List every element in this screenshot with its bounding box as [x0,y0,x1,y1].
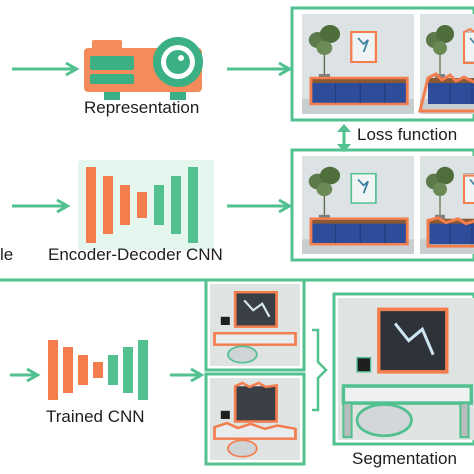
prediction-image-bottom [210,378,300,460]
input-label-cut: le [0,245,14,264]
trained-cnn-label: Trained CNN [46,407,145,426]
encoder-decoder-output-panel [290,148,474,262]
representation-prediction-image [418,13,474,115]
merge-bracket [312,328,328,412]
representation-label: Representation [84,98,200,117]
segmentation-label: Segmentation [352,449,457,468]
encoder-decoder-label: Encoder-Decoder CNN [48,245,223,264]
encoder-decoder-cnn-icon [78,160,214,250]
projector-icon [84,37,203,100]
encoder-decoder-prediction-image [419,155,474,255]
segmentation-image [338,298,474,440]
prediction-stack [204,278,306,466]
loss-function-label: Loss function [357,125,458,144]
ground-truth-image [301,13,415,115]
ground-truth-image [301,155,415,255]
representation-output-panel [290,6,474,122]
trained-cnn-icon [48,340,148,400]
segmentation-panel [332,292,474,446]
arrows [10,61,293,383]
double-arrow-icon [337,124,351,152]
prediction-image-top [210,284,300,366]
